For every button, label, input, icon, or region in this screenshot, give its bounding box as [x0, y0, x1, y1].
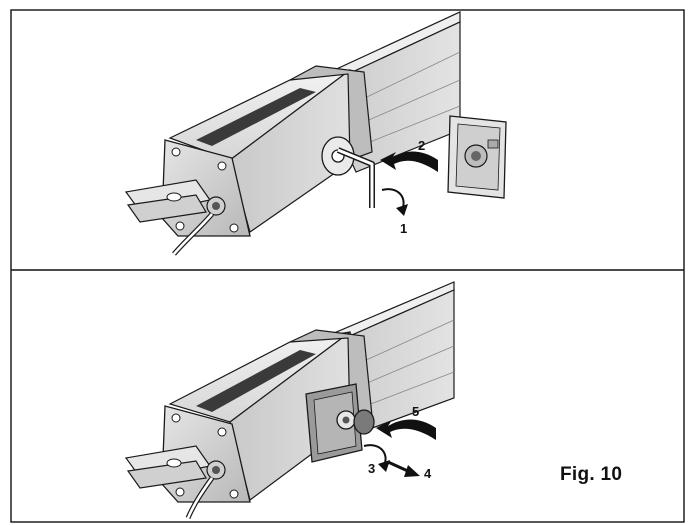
step-label-2: 2 [418, 138, 425, 153]
cap-icon [353, 409, 375, 435]
bottom-panel-actuator: 3 4 5 [124, 281, 455, 519]
step-label-5: 5 [412, 404, 419, 419]
bottom-cable [185, 460, 226, 519]
figure-label: Fig. 10 [560, 464, 623, 485]
top-clamp-band [289, 65, 373, 161]
top-housing-stripe [196, 88, 316, 146]
top-cable [172, 196, 226, 256]
curved-arrow-step5-icon [376, 419, 436, 440]
figure-border [10, 9, 685, 523]
top-cover-plate [447, 115, 507, 199]
top-panel-actuator: 1 2 [124, 11, 507, 256]
release-key-icon [336, 410, 356, 430]
curved-arrow-icon [380, 151, 438, 172]
step-label-4: 4 [424, 466, 432, 481]
bottom-housing-stripe [196, 350, 316, 412]
step-label-3: 3 [368, 461, 375, 476]
bottom-cover-plate [305, 383, 363, 463]
step-label-1: 1 [400, 221, 407, 236]
